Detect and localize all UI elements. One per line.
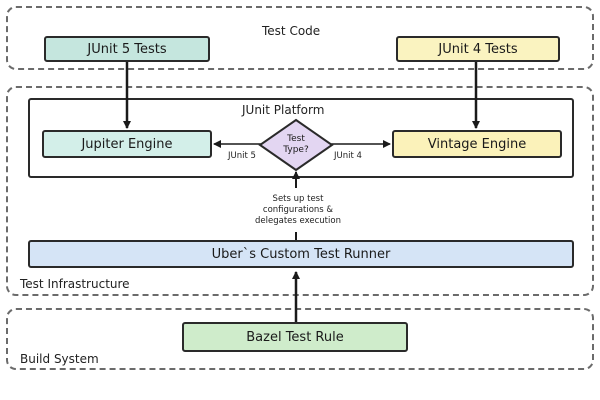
custom-test-runner-box: Uber`s Custom Test Runner [28, 240, 574, 268]
vintage-engine-label: Vintage Engine [427, 136, 527, 152]
vintage-engine-box: Vintage Engine [392, 130, 562, 158]
junit4-tests-box: JUnit 4 Tests [396, 36, 560, 62]
decision-label: Test Type? [276, 134, 316, 156]
setup-note-line3: delegates execution [255, 216, 341, 226]
setup-note-line2: configurations & [262, 205, 334, 215]
jupiter-engine-box: Jupiter Engine [42, 130, 212, 158]
decision-label-line1: Test [287, 134, 305, 144]
junit4-tests-label: JUnit 4 Tests [438, 41, 518, 57]
test-code-label: Test Code [262, 24, 321, 38]
test-infrastructure-label: Test Infrastructure [20, 277, 130, 291]
junit5-tests-label: JUnit 5 Tests [87, 41, 167, 57]
bazel-test-rule-box: Bazel Test Rule [182, 322, 408, 352]
setup-note-line1: Sets up test [272, 194, 324, 204]
junit5-tests-box: JUnit 5 Tests [44, 36, 210, 62]
build-system-group [6, 308, 594, 370]
edge-label-junit5: JUnit 5 [228, 151, 256, 161]
jupiter-engine-label: Jupiter Engine [81, 136, 173, 152]
setup-note: Sets up test configurations & delegates … [236, 194, 360, 227]
custom-test-runner-label: Uber`s Custom Test Runner [211, 246, 391, 262]
bazel-test-rule-label: Bazel Test Rule [246, 329, 344, 345]
edge-label-junit4: JUnit 4 [334, 151, 362, 161]
decision-diamond [258, 118, 334, 172]
test-code-group [6, 6, 594, 70]
build-system-label: Build System [20, 352, 99, 366]
test-infrastructure-group [6, 86, 594, 296]
decision-label-line2: Type? [283, 145, 309, 155]
junit-platform-label: JUnit Platform [242, 103, 325, 117]
